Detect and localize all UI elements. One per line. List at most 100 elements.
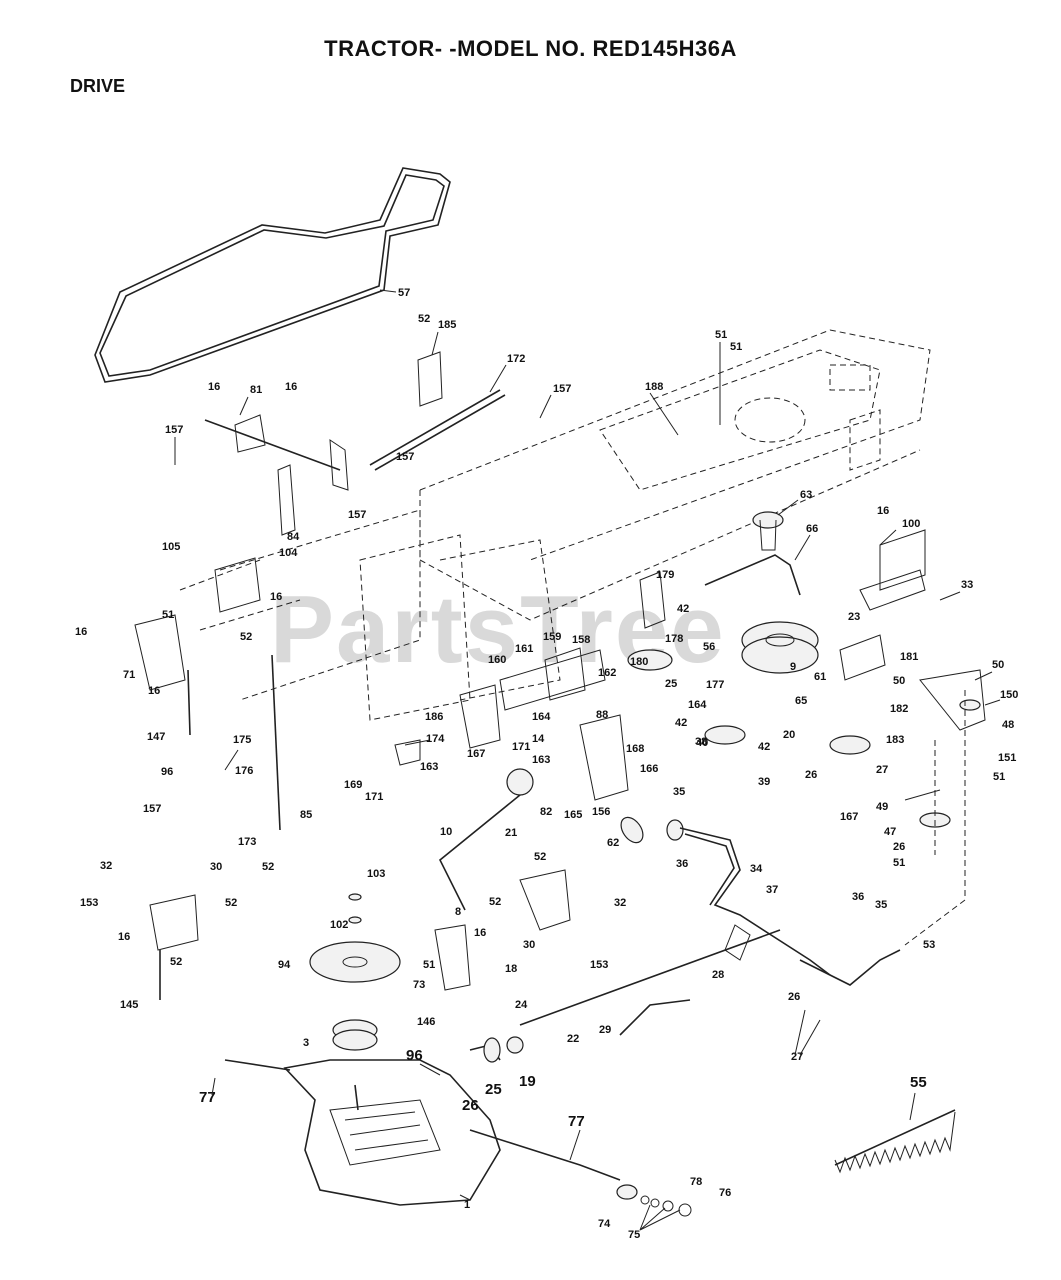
- callout: 151: [998, 752, 1016, 764]
- callout: 146: [417, 1016, 435, 1028]
- callout: 185: [438, 319, 456, 331]
- callout: 37: [766, 884, 778, 896]
- callout: 162: [598, 667, 616, 679]
- callout: 27: [876, 764, 888, 776]
- callout: 63: [800, 489, 812, 501]
- callout: 96: [161, 766, 173, 778]
- callout: 51: [730, 341, 742, 353]
- callout: 164: [532, 711, 551, 723]
- callout: 181: [900, 651, 918, 663]
- callout: 161: [515, 643, 533, 655]
- callout: 52: [262, 861, 274, 873]
- callout: 52: [534, 851, 546, 863]
- callout: 32: [100, 860, 112, 872]
- callout: 55: [910, 1074, 927, 1091]
- pulleys-right: [627, 511, 986, 946]
- callout: 16: [118, 931, 130, 943]
- callout: 160: [488, 654, 506, 666]
- callout: 169: [344, 779, 362, 791]
- callout: 16: [148, 685, 160, 697]
- callout: 147: [147, 731, 165, 743]
- callout: 156: [592, 806, 610, 818]
- callout: 153: [80, 897, 98, 909]
- callout: 157: [165, 424, 183, 436]
- callout: 26: [805, 769, 817, 781]
- callout: 26: [893, 841, 905, 853]
- callout: 167: [467, 748, 485, 760]
- callout: 8: [455, 906, 461, 918]
- callout: 102: [330, 919, 348, 931]
- callout: 165: [564, 809, 582, 821]
- callout: 29: [599, 1024, 611, 1036]
- callout: 23: [848, 611, 860, 623]
- callout: 35: [673, 786, 685, 798]
- callout: 22: [567, 1033, 579, 1045]
- callout: 36: [676, 858, 688, 870]
- callout: 30: [523, 939, 535, 951]
- callout: 14: [532, 733, 545, 745]
- callout: 164: [688, 699, 707, 711]
- callout: 33: [961, 579, 973, 591]
- callout: 145: [120, 999, 138, 1011]
- callout: 183: [886, 734, 904, 746]
- callout: 42: [677, 603, 689, 615]
- upper-linkage: [134, 351, 506, 831]
- callout: 32: [614, 897, 626, 909]
- callout: 157: [143, 803, 161, 815]
- callout: 50: [893, 675, 905, 687]
- callout: 52: [225, 897, 237, 909]
- callout: 150: [1000, 689, 1018, 701]
- center-brackets: [394, 647, 629, 911]
- callout: 167: [840, 811, 858, 823]
- callout: 16: [877, 505, 889, 517]
- callout: 171: [365, 791, 383, 803]
- callout: 105: [162, 541, 180, 553]
- callout: 51: [993, 771, 1005, 783]
- callout: 25: [665, 678, 677, 690]
- callout: 88: [596, 709, 608, 721]
- spring: [834, 1109, 956, 1174]
- callout: 50: [992, 659, 1004, 671]
- callout: 53: [923, 939, 935, 951]
- callout: 52: [240, 631, 252, 643]
- callout: 180: [630, 656, 648, 668]
- callout: 10: [440, 826, 452, 838]
- callout: 48: [1002, 719, 1014, 731]
- callout: 166: [640, 763, 658, 775]
- callout: 94: [278, 959, 291, 971]
- callout: 52: [170, 956, 182, 968]
- callout: 71: [123, 669, 135, 681]
- callout: 82: [540, 806, 552, 818]
- callout: 157: [553, 383, 571, 395]
- callout: 157: [396, 451, 414, 463]
- callout: 38: [695, 736, 707, 748]
- callout: 174: [426, 733, 445, 745]
- shift-linkage: [149, 816, 901, 1036]
- callout: 176: [235, 765, 253, 777]
- callout: 42: [758, 741, 770, 753]
- callout: 30: [210, 861, 222, 873]
- callout: 172: [507, 353, 525, 365]
- callout: 179: [656, 569, 674, 581]
- callout: 18: [505, 963, 517, 975]
- callout: 52: [418, 313, 430, 325]
- callout: 20: [783, 729, 795, 741]
- callout: 171: [512, 741, 530, 753]
- callout: 77: [199, 1089, 216, 1106]
- callout: 182: [890, 703, 908, 715]
- callout: 25: [485, 1081, 502, 1098]
- callout: 52: [489, 896, 501, 908]
- tractor-frame: [179, 329, 931, 721]
- transaxle: [224, 1036, 692, 1217]
- callout: 65: [795, 695, 807, 707]
- callout: 28: [712, 969, 724, 981]
- callout: 34: [750, 863, 763, 875]
- callout: 26: [462, 1097, 479, 1114]
- callout: 73: [413, 979, 425, 991]
- callout: 77: [568, 1113, 585, 1130]
- callout: 104: [279, 547, 298, 559]
- callout: 47: [884, 826, 896, 838]
- callout: 103: [367, 868, 385, 880]
- callout: 66: [806, 523, 818, 535]
- callout: 186: [425, 711, 443, 723]
